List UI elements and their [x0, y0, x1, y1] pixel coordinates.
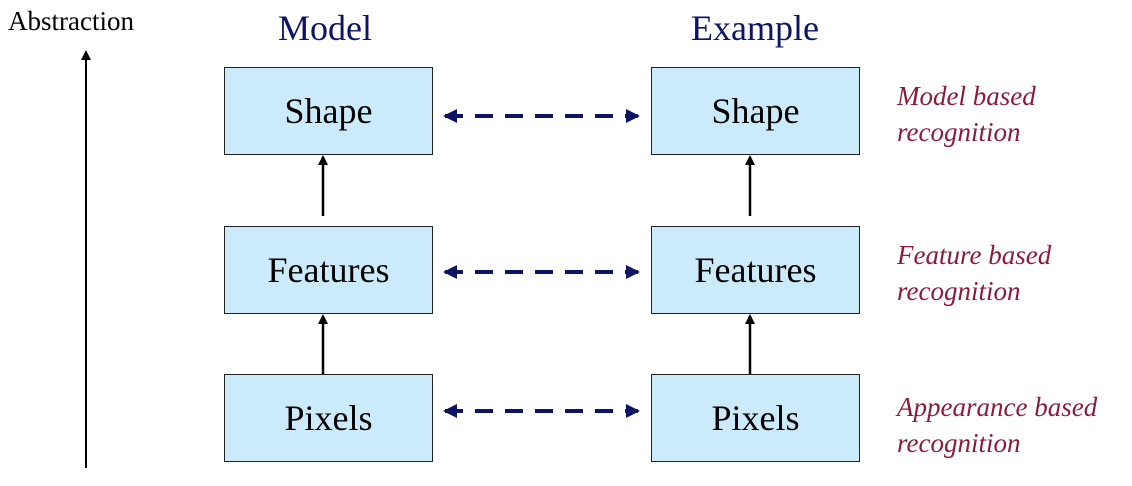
recognition-line-1: Model based [897, 81, 1036, 111]
model-based-recognition-label: Model based recognition [897, 78, 1036, 150]
example-features-box: Features [651, 226, 860, 314]
model-shape-box: Shape [224, 67, 433, 155]
example-shape-box: Shape [651, 67, 860, 155]
recognition-line-1: Feature based [897, 240, 1052, 270]
model-features-box: Features [224, 226, 433, 314]
feature-based-recognition-label: Feature based recognition [897, 237, 1051, 309]
abstraction-axis-label: Abstraction [8, 6, 134, 36]
example-pixels-box: Pixels [651, 374, 860, 462]
example-column-title: Example [691, 8, 819, 48]
recognition-line-2: recognition [897, 117, 1021, 147]
recognition-line-2: recognition [897, 428, 1021, 458]
recognition-line-1: Appearance based [897, 392, 1098, 422]
appearance-based-recognition-label: Appearance based recognition [897, 389, 1097, 461]
model-column-title: Model [278, 8, 372, 48]
recognition-line-2: recognition [897, 276, 1021, 306]
model-pixels-box: Pixels [224, 374, 433, 462]
